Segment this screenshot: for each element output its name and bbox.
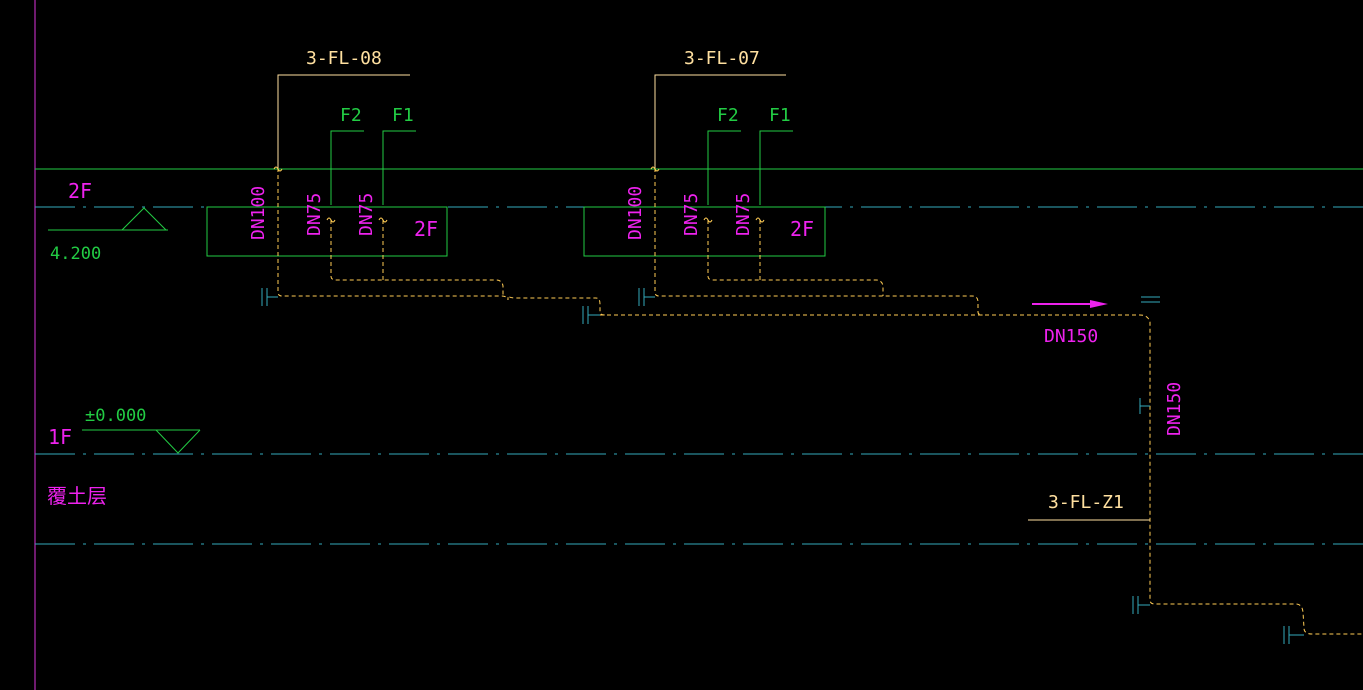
fitting-mark <box>755 217 765 223</box>
sub-label-right-f1: F1 <box>769 105 791 126</box>
stack-id-left: 3-FL-08 <box>306 48 382 69</box>
level-marker-2f: 2F 4.200 <box>48 179 168 264</box>
main-horizontal-size: DN150 <box>1044 326 1098 347</box>
riser-top-cap <box>1141 296 1160 303</box>
cleanout-left <box>261 288 278 306</box>
stack-id-right: 3-FL-07 <box>684 48 760 69</box>
pipe-right-branch-f2 <box>707 220 884 296</box>
leader-left-f2 <box>330 130 364 205</box>
flow-direction-arrow-icon <box>1032 300 1108 308</box>
leader-right-main <box>654 74 786 168</box>
pipe-size-right-3: DN75 <box>733 193 754 236</box>
room-box-right <box>583 206 826 257</box>
floor-2f-elevation: 4.200 <box>50 244 101 264</box>
leader-right-f1 <box>759 130 793 205</box>
pipe-size-right-1: DN100 <box>625 186 646 240</box>
soil-layer-label: 覆土层 <box>47 484 107 508</box>
room-box-left <box>206 206 448 257</box>
fitting-mark <box>650 166 660 172</box>
pipe-size-right-2: DN75 <box>681 193 702 236</box>
pipe-size-left-1: DN100 <box>248 186 269 240</box>
room-floor-tag-right: 2F <box>790 217 814 241</box>
sub-label-right-f2: F2 <box>717 105 739 126</box>
cleanout-bottom-2 <box>1283 626 1304 644</box>
stack-group-left: 3-FL-08 F2 F1 DN100 DN75 DN75 2F <box>206 48 606 316</box>
fitting-mark <box>273 166 283 172</box>
pipe-right-riser-dn100 <box>654 168 984 316</box>
room-floor-tag-left: 2F <box>414 217 438 241</box>
pipe-left-branch-f2 <box>330 220 504 296</box>
stack-group-right: 3-FL-07 F2 F1 DN100 DN75 DN75 2F <box>583 48 984 316</box>
riser-cleanout <box>1139 398 1150 414</box>
leader-right-f2 <box>707 130 741 205</box>
leader-left-main <box>277 74 410 168</box>
leader-left-f1 <box>382 130 416 205</box>
fitting-mark <box>326 217 336 223</box>
floor-1f-label: 1F <box>48 425 72 449</box>
sub-label-left-f1: F1 <box>392 105 414 126</box>
pipe-size-left-2: DN75 <box>304 193 325 236</box>
cleanout-main-left <box>582 306 600 324</box>
sub-label-left-f2: F2 <box>340 105 362 126</box>
pipe-left-riser-dn100 <box>277 168 606 316</box>
cleanout-right <box>638 288 655 306</box>
fitting-mark <box>703 217 713 223</box>
riser-id: 3-FL-Z1 <box>1048 492 1124 513</box>
pipe-main-horizontal <box>600 314 1363 635</box>
fitting-mark <box>378 217 388 223</box>
level-marker-1f: 1F ±0.000 <box>48 406 201 454</box>
floor-2f-label: 2F <box>68 179 92 203</box>
cleanout-bottom-1 <box>1132 596 1150 614</box>
pipe-size-left-3: DN75 <box>356 193 377 236</box>
main-horizontal-pipe: DN150 DN150 3-FL-Z1 <box>582 296 1363 644</box>
riser-size: DN150 <box>1164 382 1185 436</box>
floor-1f-elevation: ±0.000 <box>85 406 146 426</box>
